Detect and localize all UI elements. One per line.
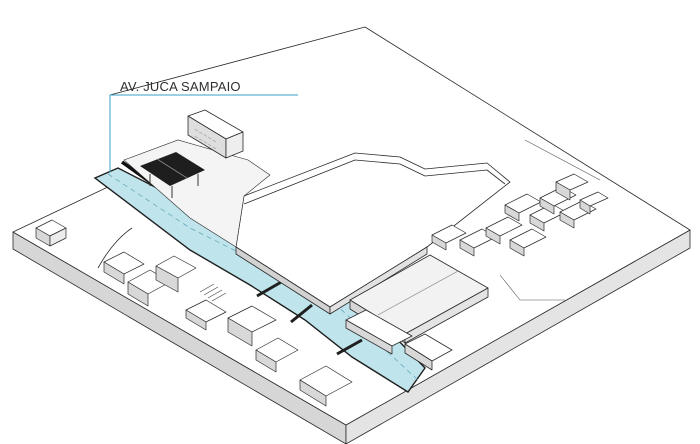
crosswalk-1 [256, 279, 284, 298]
canopy-divider [156, 158, 188, 179]
left-house-8-front [299, 379, 327, 407]
house-j-front [579, 199, 591, 215]
left-houses [35, 219, 353, 407]
upper-right-houses [431, 173, 609, 257]
avenue-label: AV. JUCA SAMPAIO [120, 79, 241, 94]
left-house-4-front [155, 265, 179, 293]
shed-side [404, 287, 489, 344]
sign-building-side [225, 131, 244, 159]
crosswalk-3 [336, 338, 363, 356]
small-shed-front [345, 319, 393, 355]
house-f-front [529, 214, 545, 232]
left-house-2-front [103, 261, 125, 285]
central-block-inner-edge [243, 159, 506, 205]
house-c-front [485, 227, 501, 245]
plot-line-1 [499, 274, 565, 301]
plot-line-2 [524, 139, 601, 181]
left-house-3-front [127, 281, 149, 307]
house-h-front [555, 181, 571, 201]
house-a-front [431, 234, 447, 251]
house-i-front [559, 211, 575, 229]
house-d-front [509, 239, 525, 257]
plot-lines [499, 139, 601, 301]
canopy-structure [140, 152, 205, 198]
shed-buildings [345, 254, 489, 371]
left-house-5-front [185, 309, 207, 331]
crosswalk-2 [290, 303, 313, 324]
bldg-near-avenue-front [404, 343, 433, 371]
sign-building: — — — — — — — — — — [187, 109, 244, 159]
house-g-front [539, 197, 555, 215]
house-b-front [459, 239, 475, 257]
stair-detail [199, 283, 227, 302]
left-house-1-side [49, 227, 67, 247]
left-house-6-front [227, 317, 253, 347]
left-house-7-front [255, 349, 277, 373]
side-street-curve [97, 227, 133, 269]
shed-ridge [377, 270, 459, 316]
label-leader-line [109, 94, 298, 172]
house-e-front [504, 204, 520, 222]
